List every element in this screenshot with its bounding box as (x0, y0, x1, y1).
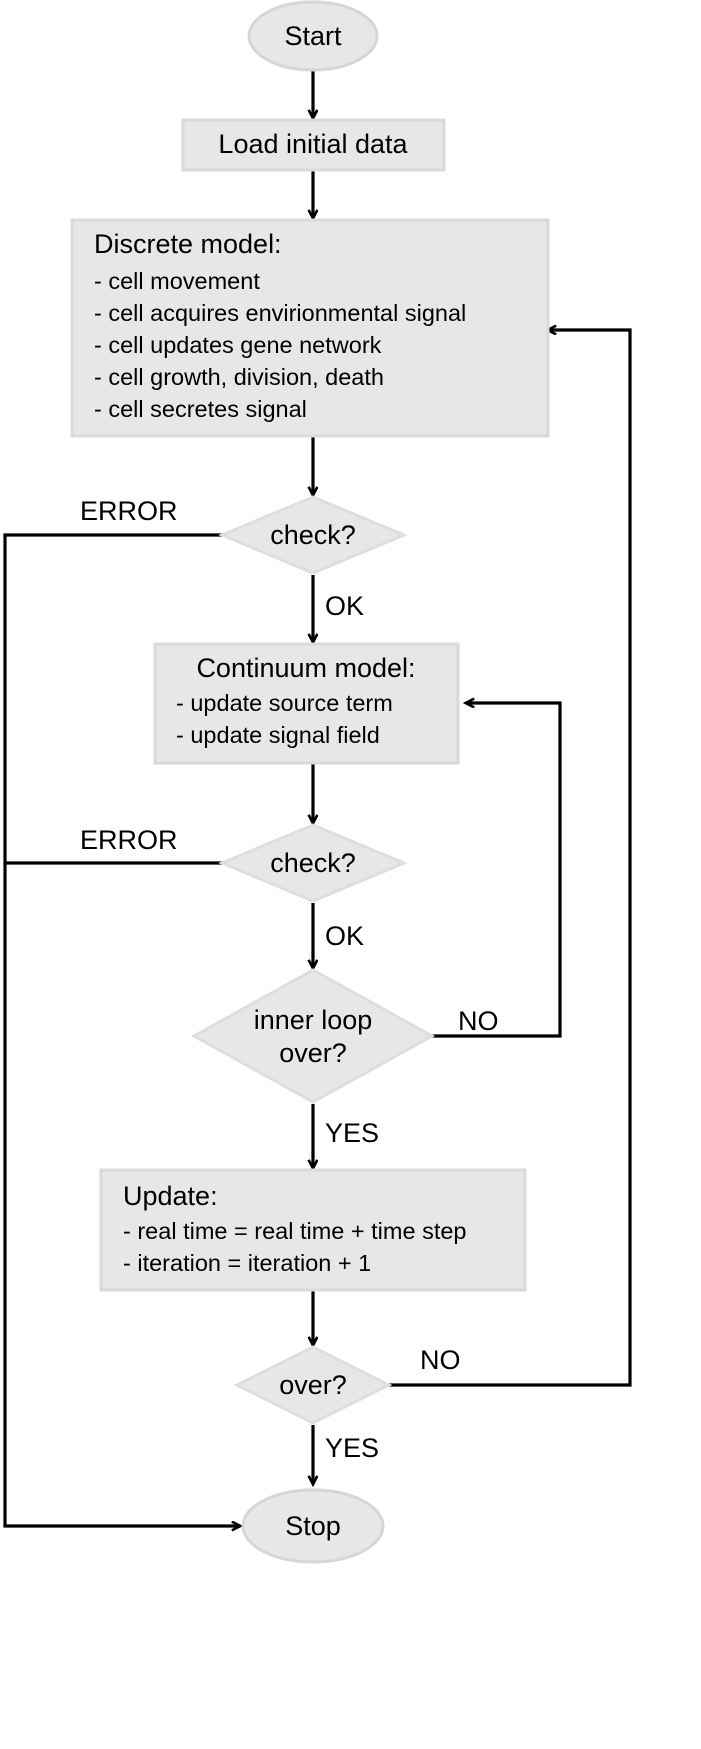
node-discrete-model[interactable]: Discrete model: - cell movement - cell a… (70, 218, 550, 438)
edge-check1-error-to-stop (3, 533, 240, 1526)
edge-label-innerloop-no: NO (458, 1006, 499, 1036)
node-inner-loop-over[interactable]: inner loop over? (190, 968, 436, 1104)
node-update-line-2: - iteration = iteration + 1 (123, 1250, 371, 1276)
node-update[interactable]: Update: - real time = real time + time s… (99, 1168, 527, 1292)
node-continuum-model[interactable]: Continuum model: - update source term - … (153, 642, 460, 765)
node-check-1[interactable]: check? (218, 495, 408, 575)
edge-label-over-yes: YES (325, 1433, 379, 1463)
edge-label-check1-error: ERROR (80, 496, 178, 526)
edge-label-over-no: NO (420, 1345, 461, 1375)
node-start-label: Start (284, 21, 342, 51)
node-continuum-line-1: - update source term (176, 690, 393, 716)
edge-over-no-to-discrete (389, 330, 632, 1387)
node-update-title: Update: (123, 1181, 218, 1211)
node-update-line-1: - real time = real time + time step (123, 1218, 466, 1244)
node-continuum-line-2: - update signal field (176, 722, 380, 748)
node-check-2[interactable]: check? (218, 823, 408, 903)
node-stop[interactable]: Stop (241, 1488, 385, 1564)
node-load-label: Load initial data (218, 129, 408, 159)
node-start[interactable]: Start (247, 0, 379, 72)
node-discrete-line-2: - cell acquires envirionmental signal (94, 300, 466, 326)
node-discrete-title: Discrete model: (94, 229, 282, 259)
node-discrete-line-4: - cell growth, division, death (94, 364, 384, 390)
node-over-label: over? (279, 1370, 347, 1400)
node-discrete-line-1: - cell movement (94, 268, 260, 294)
node-over[interactable]: over? (233, 1345, 393, 1425)
node-stop-label: Stop (285, 1511, 341, 1541)
node-check-2-label: check? (270, 848, 356, 878)
node-continuum-title: Continuum model: (196, 653, 415, 683)
edge-label-check2-ok: OK (325, 921, 364, 951)
edge-label-check2-error: ERROR (80, 825, 178, 855)
node-discrete-line-5: - cell secretes signal (94, 396, 307, 422)
edge-innerloop-no-to-continuum (432, 703, 562, 1038)
edge-label-innerloop-yes: YES (325, 1118, 379, 1148)
node-inner-loop-label-line2: over? (279, 1038, 347, 1068)
edge-label-check1-ok: OK (325, 591, 364, 621)
node-load-initial-data[interactable]: Load initial data (181, 118, 446, 172)
node-inner-loop-label-line1: inner loop (254, 1005, 373, 1035)
node-discrete-line-3: - cell updates gene network (94, 332, 382, 358)
node-check-1-label: check? (270, 520, 356, 550)
